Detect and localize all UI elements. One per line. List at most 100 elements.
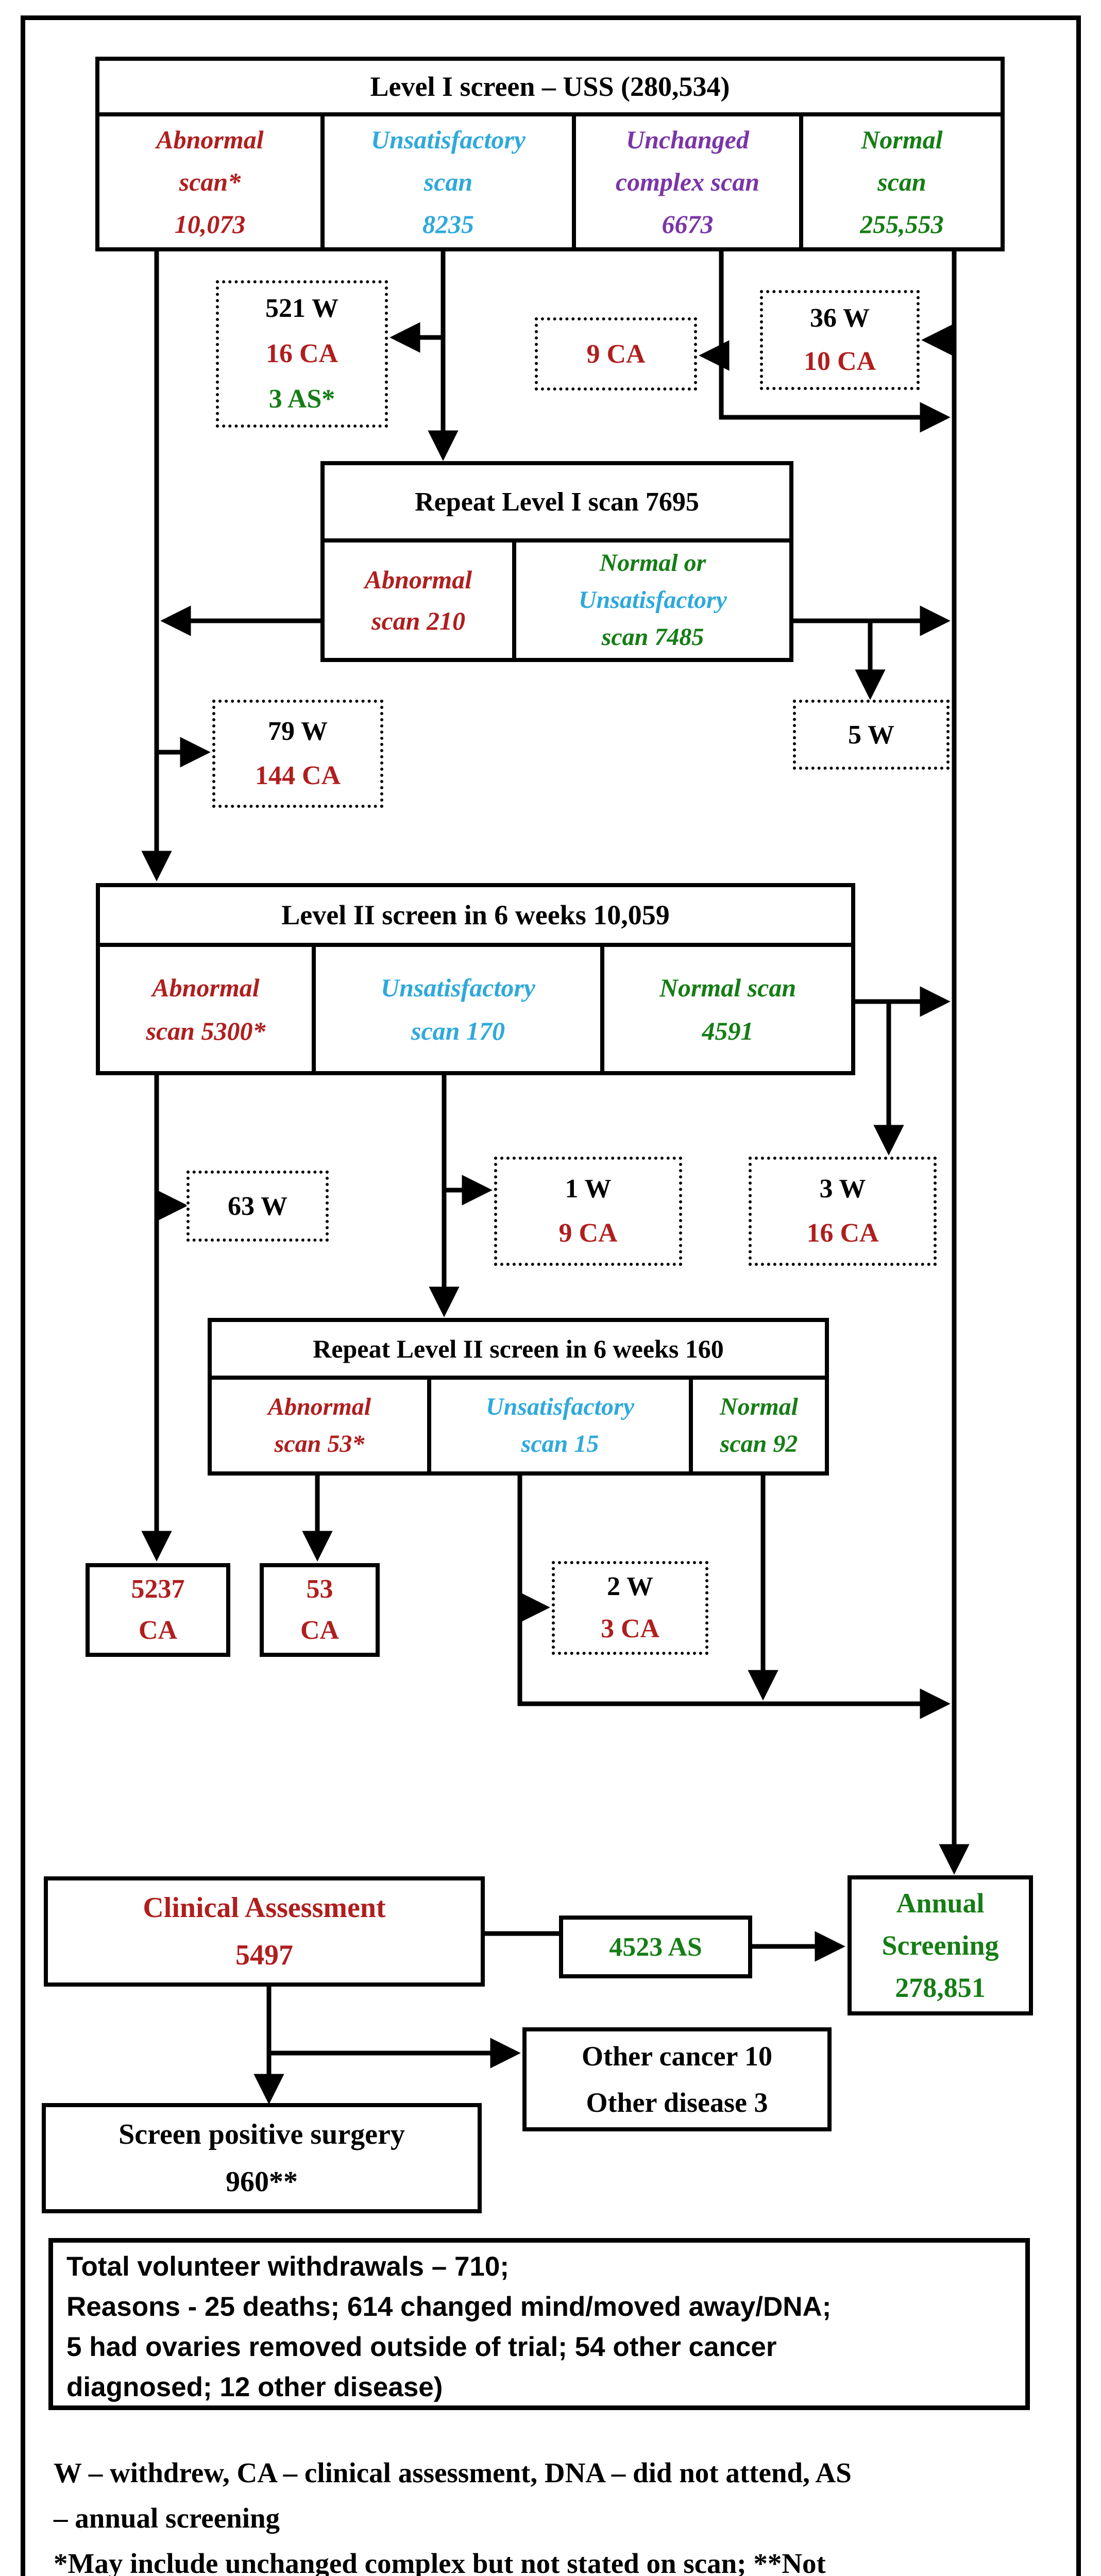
repeat-level1-table: Repeat Level I scan 7695 Abnormal scan 2…	[320, 461, 793, 662]
withdraw-line: 36 W	[809, 303, 870, 333]
cell-line: 10,073	[174, 210, 246, 239]
cell-line: Abnormal	[267, 1393, 371, 1420]
box-line: 53	[306, 1574, 333, 1604]
cell-line: scan 7485	[601, 623, 704, 651]
withdrawals-text-line: Reasons - 25 deaths; 614 changed mind/mo…	[66, 2292, 832, 2322]
level1-title-text: Level I screen – USS (280,534)	[370, 71, 730, 102]
level2-unsatisfactory-cell: Unsatisfactory scan 170	[312, 947, 600, 1071]
repeat-level1-title: Repeat Level I scan 7695	[325, 465, 789, 543]
withdraw-1-box: 1 W 9 CA	[494, 1157, 682, 1266]
footnote-line: *May include unchanged complex but not s…	[54, 2548, 826, 2576]
cell-line: 8235	[422, 210, 474, 239]
withdraw-521-box: 521 W 16 CA 3 AS*	[216, 280, 388, 428]
repeat-level2-table: Repeat Level II screen in 6 weeks 160 Ab…	[208, 1318, 829, 1476]
level1-table: Level I screen – USS (280,534) Abnormal …	[95, 57, 1005, 251]
cell-line: complex scan	[615, 167, 760, 196]
level2-title-text: Level II screen in 6 weeks 10,059	[281, 900, 670, 930]
box-line: Other disease 3	[586, 2087, 768, 2118]
box-line: 5237	[131, 1574, 185, 1604]
withdrawals-text-line: 5 had ovaries removed outside of trial; …	[66, 2332, 777, 2362]
cell-line: Abnormal	[156, 125, 264, 154]
other-cancer-box: Other cancer 10 Other disease 3	[522, 2027, 832, 2131]
level1-unsatisfactory-cell: Unsatisfactory scan 8235	[320, 116, 572, 247]
withdraw-3-box: 3 W 16 CA	[749, 1157, 937, 1266]
box-line: CA	[138, 1616, 178, 1645]
withdraw-line: 10 CA	[803, 347, 876, 376]
level2-title: Level II screen in 6 weeks 10,059	[100, 887, 851, 947]
outer-border	[21, 15, 1081, 2576]
repeat1-abnormal-cell: Abnormal scan 210	[325, 543, 512, 658]
withdraw-line: 144 CA	[255, 761, 341, 790]
repeat-level2-title: Repeat Level II screen in 6 weeks 160	[212, 1322, 825, 1380]
withdraw-line: 9 CA	[586, 339, 646, 369]
cell-line: Normal scan	[659, 973, 797, 1002]
withdraw-36-box: 36 W 10 CA	[760, 290, 920, 390]
box-line: 960**	[226, 2166, 298, 2198]
withdraw-line: 2 W	[606, 1572, 654, 1601]
level2-table: Level II screen in 6 weeks 10,059 Abnorm…	[96, 883, 855, 1075]
box-line: Screening	[882, 1930, 999, 1961]
annual-screening-box: Annual Screening 278,851	[848, 1875, 1033, 2015]
cell-line: Normal	[719, 1393, 798, 1420]
withdraw-line: 1 W	[565, 1174, 612, 1204]
as-4523-box: 4523 AS	[559, 1916, 752, 1978]
cell-line: scan 210	[371, 606, 465, 635]
withdraw-line: 63 W	[227, 1191, 288, 1221]
withdraw-line: 79 W	[267, 717, 328, 746]
box-line: CA	[300, 1616, 340, 1645]
repeat2-abnormal-cell: Abnormal scan 53*	[212, 1380, 427, 1471]
repeat2-unsatisfactory-cell: Unsatisfactory scan 15	[427, 1380, 689, 1471]
withdraw-line: 3 W	[819, 1174, 866, 1204]
cell-line: Unsatisfactory	[371, 125, 526, 154]
ca-9-box: 9 CA	[535, 317, 697, 391]
withdraw-line: 5 W	[848, 720, 895, 750]
repeat1-normal-cell: Normal or Unsatisfactory scan 7485	[512, 543, 789, 658]
total-withdrawals-box: Total volunteer withdrawals – 710; Reaso…	[48, 2238, 1030, 2410]
cell-line: scan 5300*	[146, 1016, 266, 1045]
cell-line: scan	[424, 167, 473, 196]
repeat-level1-title-text: Repeat Level I scan 7695	[415, 487, 699, 517]
cell-line: scan	[877, 167, 926, 196]
cell-line: Unsatisfactory	[381, 973, 535, 1002]
cell-line: Normal	[861, 125, 943, 154]
withdraw-line: 3 CA	[600, 1614, 660, 1643]
footnote-line: W – withdrew, CA – clinical assessment, …	[54, 2457, 852, 2488]
ca-53-box: 53 CA	[260, 1563, 380, 1657]
cell-line: Unsatisfactory	[579, 586, 727, 614]
box-line: Annual	[896, 1888, 985, 1919]
box-line: Clinical Assessment	[143, 1892, 386, 1924]
withdrawals-text-line: Total volunteer withdrawals – 710;	[66, 2251, 510, 2282]
ca-5237-box: 5237 CA	[86, 1563, 230, 1657]
footnote-line: – annual screening	[54, 2502, 280, 2534]
cell-line: Abnormal	[152, 973, 260, 1002]
withdraw-line: 16 CA	[265, 339, 338, 368]
box-line: 278,851	[895, 1972, 986, 2003]
cell-line: Unchanged	[626, 125, 749, 154]
cell-line: Abnormal	[364, 565, 472, 594]
cell-line: Unsatisfactory	[486, 1393, 634, 1420]
cell-line: scan 170	[411, 1016, 505, 1045]
withdraw-line: 521 W	[265, 294, 339, 323]
withdraw-63-box: 63 W	[187, 1171, 329, 1242]
repeat-level2-title-text: Repeat Level II screen in 6 weeks 160	[313, 1334, 724, 1363]
level1-unchanged-cell: Unchanged complex scan 6673	[572, 116, 799, 247]
withdraw-5-box: 5 W	[793, 700, 950, 770]
cell-line: 6673	[662, 210, 714, 239]
cell-line: scan 15	[521, 1430, 599, 1458]
cell-line: scan*	[179, 167, 241, 196]
screen-positive-surgery-box: Screen positive surgery 960**	[42, 2103, 482, 2213]
withdraw-79-box: 79 W 144 CA	[212, 700, 383, 808]
footnotes: W – withdrew, CA – clinical assessment, …	[54, 2450, 1063, 2576]
box-line: 5497	[235, 1939, 293, 1971]
withdraw-line: 16 CA	[806, 1218, 879, 1248]
box-line: Screen positive surgery	[118, 2119, 405, 2150]
level1-normal-cell: Normal scan 255,553	[799, 116, 1001, 247]
level1-abnormal-cell: Abnormal scan* 10,073	[99, 116, 320, 247]
withdraw-line: 9 CA	[558, 1218, 618, 1248]
withdraw-line: 3 AS*	[268, 384, 335, 414]
level1-title: Level I screen – USS (280,534)	[99, 61, 1001, 116]
withdrawals-text-line: diagnosed; 12 other disease)	[66, 2372, 443, 2402]
cell-line: 255,553	[860, 210, 944, 239]
cell-line: Normal or	[599, 549, 706, 577]
